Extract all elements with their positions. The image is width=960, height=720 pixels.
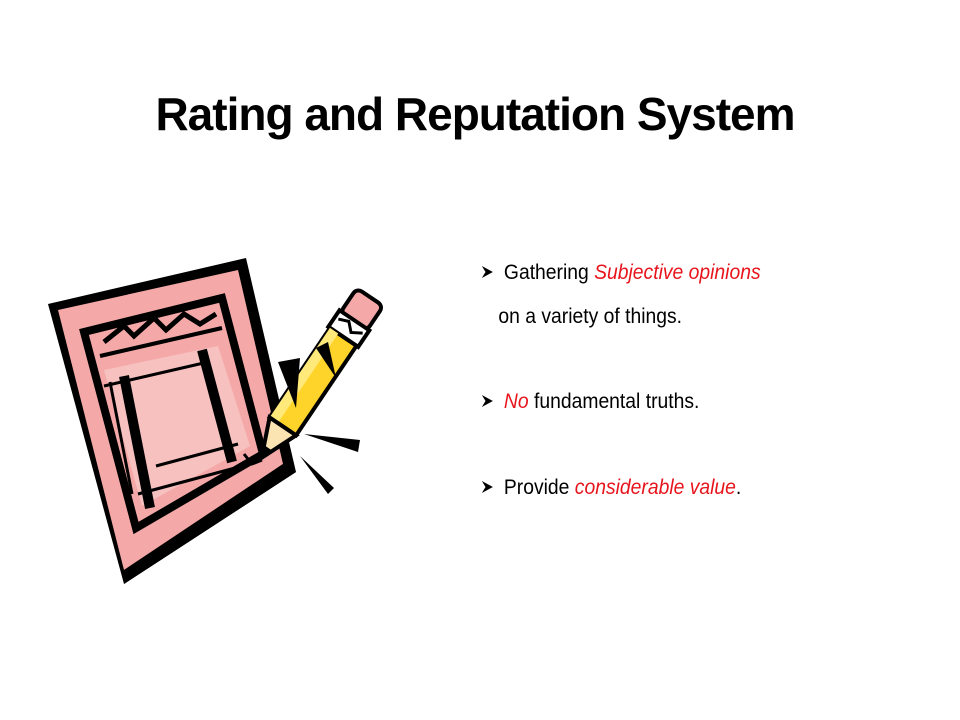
arrow-bullet-icon — [481, 395, 493, 407]
arrow-bullet-icon — [481, 266, 493, 278]
bullet-item-1: Gathering Subjective opinions — [480, 259, 761, 287]
bullet-1-highlight: Subjective opinions — [594, 261, 761, 284]
notepad-pencil-icon — [48, 258, 384, 584]
bullet-1-prefix: Gathering — [503, 261, 595, 284]
slide-title: Rating and Reputation System — [155, 88, 795, 140]
bullet-3-highlight: considerable value — [574, 476, 736, 499]
bullet-2-highlight: No — [503, 390, 529, 413]
bullet-2-suffix: fundamental truths. — [528, 390, 700, 413]
bullet-1-continuation: on a variety of things. — [498, 305, 683, 328]
bullet-3-prefix: Provide — [503, 476, 575, 499]
bullet-item-3: Provide considerable value. — [480, 474, 741, 502]
bullet-item-2: No fundamental truths. — [480, 388, 699, 416]
arrow-bullet-icon — [481, 481, 493, 493]
bullet-item-1-continuation: on a variety of things. — [498, 303, 682, 331]
bullet-3-suffix: . — [735, 476, 742, 499]
